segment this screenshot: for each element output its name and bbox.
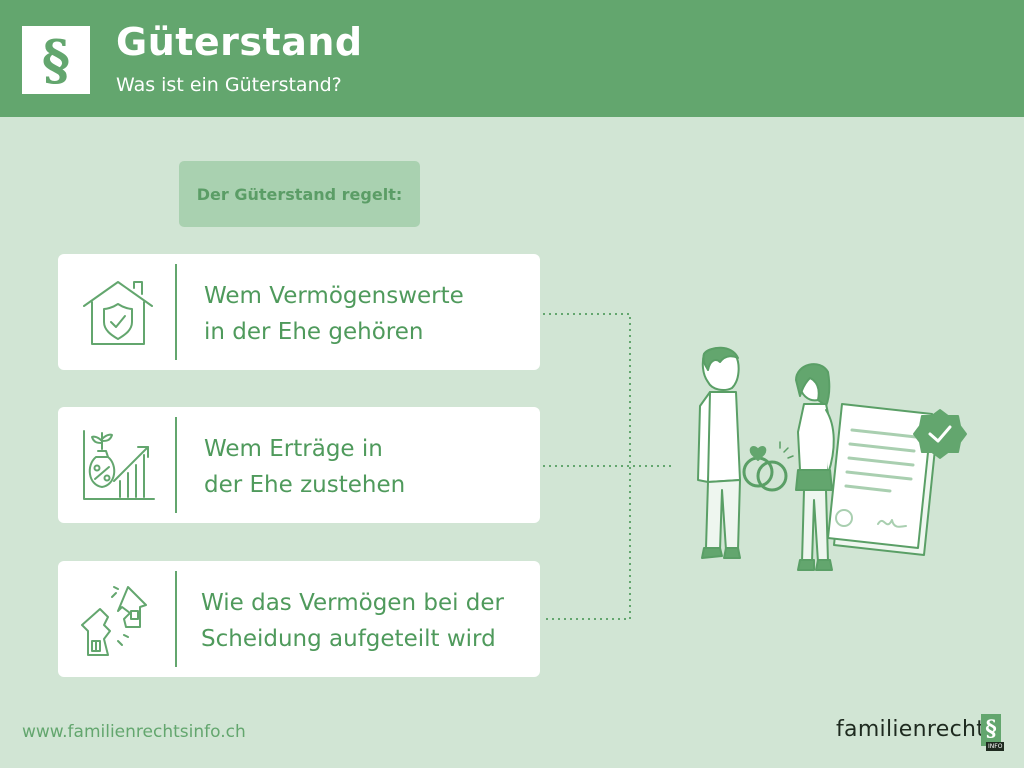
broken-house-icon bbox=[81, 586, 147, 656]
card-text: Wem Vermögenswerte in der Ehe gehören bbox=[204, 278, 534, 350]
card-divider bbox=[175, 264, 177, 360]
brand-info-tag: INFO bbox=[986, 742, 1005, 751]
logo-glyph: § bbox=[41, 28, 71, 92]
card-line-1: Wem Erträge in bbox=[204, 436, 383, 462]
growth-chart-icon bbox=[83, 430, 155, 500]
card-text: Wie das Vermögen bei der Scheidung aufge… bbox=[201, 585, 537, 657]
card-text: Wem Erträge in der Ehe zustehen bbox=[204, 431, 534, 503]
card-line-2: der Ehe zustehen bbox=[204, 472, 406, 498]
brand-wordmark: familienrecht bbox=[836, 717, 986, 742]
card-divider bbox=[175, 571, 177, 667]
card-divider bbox=[175, 417, 177, 513]
footer-website-link[interactable]: www.familienrechtsinfo.ch bbox=[22, 722, 246, 742]
card-line-2: Scheidung aufgeteilt wird bbox=[201, 626, 496, 652]
card-line-2: in der Ehe gehören bbox=[204, 319, 424, 345]
intro-label: Der Güterstand regelt: bbox=[179, 161, 420, 227]
card-assets: Wem Vermögenswerte in der Ehe gehören bbox=[58, 254, 540, 370]
card-line-1: Wie das Vermögen bei der bbox=[201, 590, 504, 616]
page-title: Güterstand bbox=[116, 20, 363, 64]
couple-contract-illustration bbox=[697, 346, 967, 571]
house-shield-icon bbox=[83, 281, 153, 345]
card-earnings: Wem Erträge in der Ehe zustehen bbox=[58, 407, 540, 523]
card-line-1: Wem Vermögenswerte bbox=[204, 283, 464, 309]
paragraph-logo-icon: § bbox=[22, 26, 90, 94]
brand-paragraph-icon: § bbox=[981, 714, 1001, 746]
card-divorce: Wie das Vermögen bei der Scheidung aufge… bbox=[58, 561, 540, 677]
page-subtitle: Was ist ein Güterstand? bbox=[116, 74, 342, 96]
header-bar: § Güterstand Was ist ein Güterstand? bbox=[0, 0, 1024, 117]
